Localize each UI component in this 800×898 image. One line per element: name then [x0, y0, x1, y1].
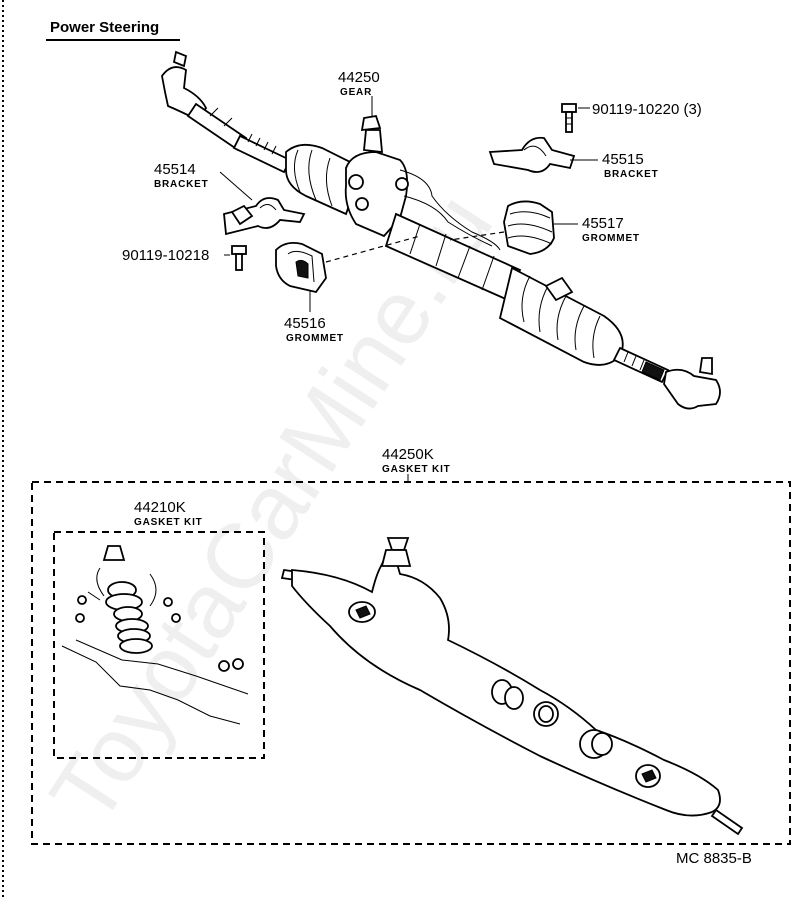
grommet-45517-number: 45517 [582, 215, 624, 232]
left-housing [285, 143, 364, 216]
kit-44210k-box [53, 531, 265, 759]
bracket-45515-name: BRACKET [604, 169, 659, 180]
grommet-45516-illustration [275, 241, 327, 294]
bracket-45514-number: 45514 [154, 161, 196, 178]
watermark: ToyotaCarMine.ru [31, 176, 512, 840]
bracket-45514-name: BRACKET [154, 179, 209, 190]
grommet-45516-name: GROMMET [286, 333, 344, 344]
grommet-45516-number: 45516 [284, 315, 326, 332]
kit-44250k-name: GASKET KIT [382, 464, 451, 475]
bracket-45515-illustration [488, 136, 576, 173]
bolt-90119-10218-illustration [231, 245, 247, 271]
bracket-45514-illustration [223, 197, 306, 236]
valve-body [344, 114, 501, 251]
grommet-45517-illustration [503, 200, 555, 255]
kit-44210k-name: GASKET KIT [134, 517, 203, 528]
kit-44250k-number: 44250K [382, 446, 434, 463]
bolt-10218-number: 90119-10218 [122, 247, 209, 264]
bracket-45515-number: 45515 [602, 151, 644, 168]
bolt-90119-10220-illustration [561, 103, 577, 133]
page-title: Power Steering [50, 19, 159, 36]
boot-clamp [544, 276, 574, 302]
left-tie-rod-end [161, 50, 292, 174]
kit-44250k-box [31, 481, 791, 845]
grommet-45517-name: GROMMET [582, 233, 640, 244]
kit-44210k-contents [61, 545, 249, 725]
leader-lines [219, 96, 598, 312]
right-tie-rod-end [612, 346, 721, 410]
kit-44250k-rack [280, 537, 744, 836]
bolt-3-number: 90119-10220 (3) [592, 101, 702, 118]
gear-name: GEAR [340, 87, 372, 98]
figure-code: MC 8835-B [676, 850, 752, 867]
gear-number: 44250 [338, 69, 380, 86]
kit-44210k-number: 44210K [134, 499, 186, 516]
steering-gear-illustration [161, 50, 721, 410]
